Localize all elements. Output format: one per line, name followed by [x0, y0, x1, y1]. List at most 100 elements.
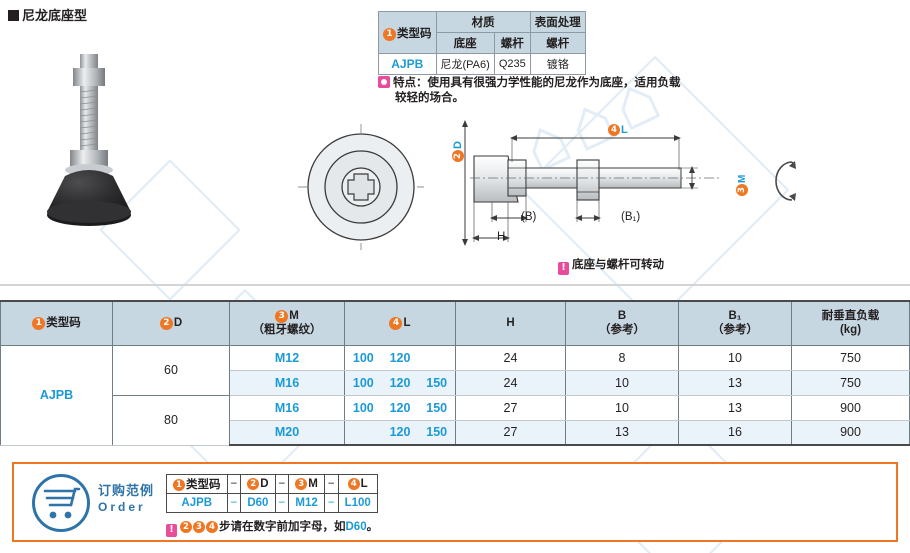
badge-2-icon: 2: [159, 317, 173, 331]
spec-table-body: AJPB 60 M12 100 120 24 8 10 750 M16 100 …: [0, 344, 910, 446]
table-row: M16 100 120 150 24 10 13 750: [1, 369, 910, 396]
rotation-arrow-icon: [775, 161, 796, 201]
material-header-material: 材质: [435, 11, 531, 33]
spec-cell-b1: 13: [678, 394, 792, 421]
order-separator: −: [226, 474, 242, 494]
spec-cell-b: 13: [565, 419, 679, 446]
badge-3-icon: 3: [193, 521, 205, 533]
order-note-value: D60: [345, 521, 367, 533]
badge-4-icon: 4: [608, 124, 620, 136]
spec-cell-l: 100 120 150: [344, 394, 456, 421]
badge-1-icon: 1: [383, 27, 396, 41]
order-separator: −: [323, 474, 339, 494]
spec-cell-d: 60: [112, 344, 230, 396]
material-value-typecode: AJPB: [378, 53, 437, 75]
spec-cell-d: 80: [112, 394, 230, 446]
spec-header-h: H: [455, 300, 566, 346]
spec-cell-load: 750: [791, 344, 910, 371]
dimension-label-M: 3M: [736, 175, 748, 196]
spec-cell-m: M12: [229, 344, 345, 371]
badge-2-icon: 2: [180, 521, 192, 533]
spec-cell-b: 8: [565, 344, 679, 371]
spec-cell-b: 10: [565, 369, 679, 396]
order-separator: −: [323, 493, 339, 513]
order-note-prefix: 步请在数字前加字母，如: [219, 521, 346, 533]
spec-header-b: B （参考）: [565, 300, 679, 346]
dimension-label-B: (B): [521, 211, 537, 223]
spec-cell-l: 120 150: [344, 419, 456, 446]
order-value-typecode: AJPB: [166, 493, 228, 513]
material-header-screw: 螺杆: [493, 32, 531, 54]
spec-cell-typecode: AJPB: [0, 344, 113, 446]
page-title-text: 尼龙底座型: [22, 8, 88, 23]
order-label: 订购范例 Order: [98, 482, 154, 516]
spec-cell-h: 24: [455, 344, 566, 371]
order-label-en: Order: [98, 500, 146, 514]
table-row: AJPB 60 M12 100 120 24 8 10 750: [0, 344, 910, 446]
dimension-label-B1: (B₁): [621, 211, 641, 223]
spec-cell-b1: 13: [678, 369, 792, 396]
material-value-surface: 镀铬: [529, 53, 586, 75]
spec-cell-m: M16: [229, 394, 345, 421]
rotation-note: !底座与螺杆可转动: [558, 256, 664, 275]
material-header-screw-surface: 螺杆: [529, 32, 586, 54]
material-header-base: 底座: [435, 32, 495, 54]
spec-cell-b: 10: [565, 394, 679, 421]
section-divider: [0, 284, 910, 286]
table-row: 80 M16 100 120 150 27 10 13 900: [1, 394, 910, 446]
spec-cell-m: M20: [229, 419, 345, 446]
square-bullet-icon: [8, 10, 19, 21]
order-separator: −: [274, 474, 290, 494]
material-value-screw: Q235: [493, 53, 531, 75]
badge-3-icon: 3: [295, 478, 308, 490]
material-header-surface: 表面处理: [529, 11, 586, 33]
top-view-drawing: [298, 124, 424, 250]
badge-3-icon: 3: [275, 310, 289, 324]
spec-cell-h: 24: [455, 369, 566, 396]
order-value-m: M12: [288, 493, 325, 513]
badge-4-icon: 4: [389, 317, 403, 331]
badge-4-icon: 4: [206, 521, 218, 533]
order-values-row: AJPB − D60 − M12 − L100: [166, 493, 378, 513]
spec-cell-l: 100 120 150: [344, 369, 456, 396]
order-value-l: L100: [337, 493, 378, 513]
badge-1-icon: 1: [32, 317, 46, 331]
product-photo: [47, 54, 131, 226]
side-view-drawing: [470, 135, 720, 242]
order-separator: −: [274, 493, 290, 513]
material-value-base: 尼龙(PA6): [435, 53, 495, 75]
spec-cell-l: 100 120: [344, 344, 456, 371]
spec-cell-h: 27: [455, 394, 566, 421]
order-separator: −: [226, 493, 242, 513]
badge-3-icon: 3: [736, 184, 748, 196]
spec-cell-b1: 10: [678, 344, 792, 371]
spec-cell-h: 27: [455, 419, 566, 446]
feature-note: 特点：使用具有很强力学性能的尼龙作为底座，适用负载 较轻的场合。: [378, 76, 718, 106]
exclamation-badge-icon: !: [166, 524, 177, 537]
spec-header-load: 耐垂直负载 (kg): [791, 300, 910, 346]
shopping-cart-icon: [32, 474, 90, 532]
badge-1-icon: 1: [173, 479, 185, 491]
spec-cell-load: 750: [791, 369, 910, 396]
feature-line-2: 较轻的场合。: [395, 92, 464, 104]
spec-cell-m: M16: [229, 369, 345, 396]
dimension-label-H: H: [497, 231, 506, 243]
spec-cell-b1: 16: [678, 419, 792, 446]
badge-4-icon: 4: [347, 478, 360, 490]
